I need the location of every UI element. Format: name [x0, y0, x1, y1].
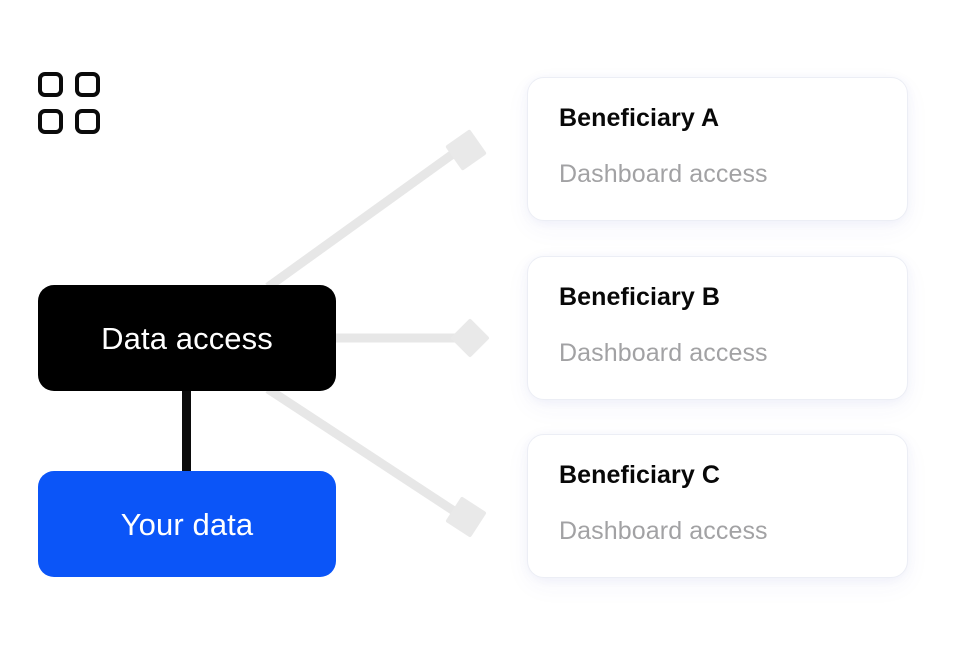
card-title: Beneficiary B	[559, 283, 721, 311]
card-title: Beneficiary C	[559, 461, 721, 489]
grid-icon[interactable]	[38, 72, 100, 134]
node-your-data[interactable]: Your data	[38, 471, 336, 577]
card-beneficiary-c[interactable]: Beneficiary C Dashboard access	[527, 434, 908, 578]
grid-icon-cell-bottom-right	[75, 109, 100, 134]
connector-to-beneficiary-a	[265, 147, 460, 291]
grid-icon-cell-top-left	[38, 72, 63, 97]
node-data-access-label: Data access	[101, 320, 273, 356]
card-title: Beneficiary A	[559, 104, 720, 132]
card-beneficiary-a[interactable]: Beneficiary A Dashboard access	[527, 77, 908, 221]
node-your-data-label: Your data	[120, 506, 254, 542]
card-beneficiary-b[interactable]: Beneficiary B Dashboard access	[527, 256, 908, 400]
arrowhead-beneficiary-b	[451, 319, 489, 357]
card-subtitle: Dashboard access	[559, 517, 768, 545]
card-subtitle: Dashboard access	[559, 339, 768, 367]
grid-icon-cell-top-right	[75, 72, 100, 97]
node-data-access[interactable]: Data access	[38, 285, 336, 391]
arrowhead-beneficiary-a	[445, 129, 487, 171]
card-subtitle: Dashboard access	[559, 160, 768, 188]
grid-icon-cell-bottom-left	[38, 109, 63, 134]
arrowhead-beneficiary-c	[446, 497, 486, 537]
